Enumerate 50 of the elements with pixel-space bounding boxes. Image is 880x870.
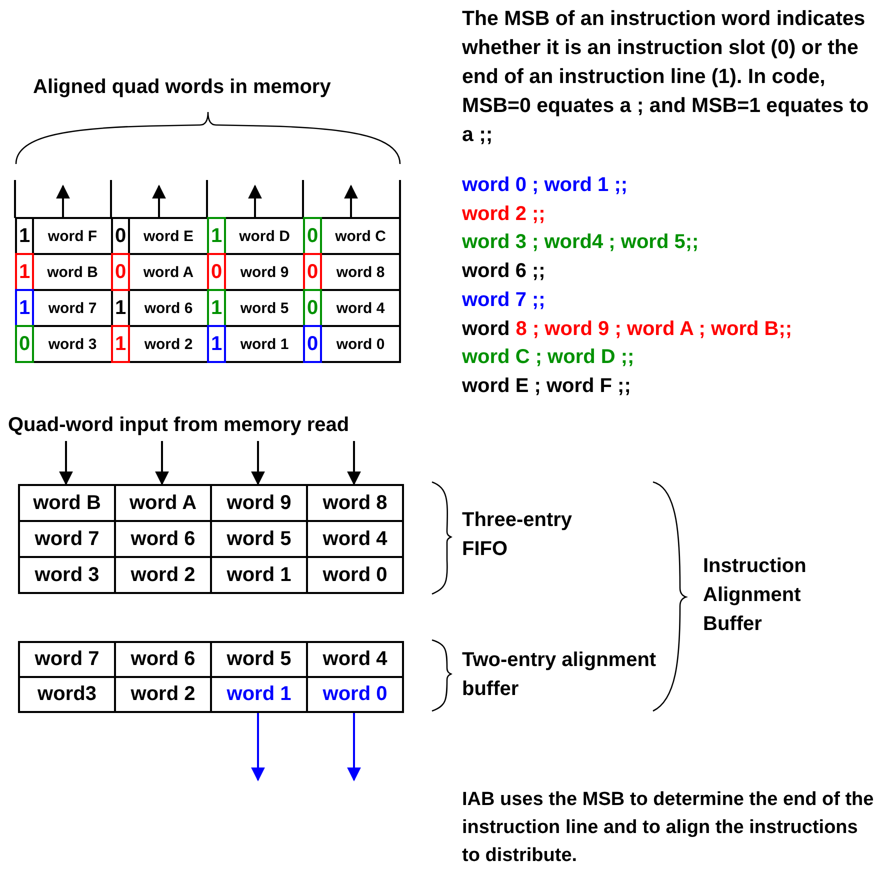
word-cell: word 0 [320,325,401,363]
word-cell: word 0 [306,556,404,594]
word-cell: word 0 [306,676,404,713]
description-text: The MSB of an instruction word indicates whether it is an instruction slot (0) or the end of an instruction line (1). In code, MSB=0 equates a ; and MSB=1 equates to a ;; [462,6,870,148]
bit-cell: 0 [303,289,322,327]
code-line: word 2 ;; [462,202,546,227]
bit-cell: 1 [207,289,226,327]
arrow [251,713,265,782]
code-line: word 3 ; word4 ; word 5;; [462,230,699,256]
bit-cell: 0 [303,325,322,363]
arrow [56,184,70,217]
heading: Aligned quad words in memory [33,75,331,100]
word-cell: word 3 [18,556,116,594]
word-cell: word 8 [306,484,404,522]
bit-cell: 0 [111,253,130,291]
word-cell: word3 [18,676,116,713]
code-line: word C ; word D ;; [462,345,634,370]
bit-cell: 0 [303,217,322,255]
word-cell: word 4 [306,641,404,678]
arrow [155,441,169,486]
word-cell: word C [320,217,401,255]
note-text: IAB uses the MSB to determine the end of the instruction line and to align the instructions to distribute. [462,788,875,868]
bit-cell: 0 [207,253,226,291]
arrow [251,441,265,486]
arrow [347,441,361,486]
brace-label: Instruction Alignment Buffer [703,554,808,637]
bit-cell: 1 [207,217,226,255]
code-line: word 0 ; word 1 ;; [462,173,628,198]
word-cell: word 7 [18,641,116,678]
bit-cell: 1 [15,253,34,291]
word-cell: word B [18,484,116,522]
arrow [152,184,166,217]
code-line: word E ; word F ;; [462,374,631,399]
bit-cell: 1 [15,289,34,327]
input-label: Quad-word input from memory read [8,411,350,440]
arrow [347,713,361,782]
code-line: word [462,316,510,342]
bit-cell: 1 [111,325,130,363]
arrow [344,184,358,217]
code-line: word 7 ;; [462,288,546,313]
bit-cell: 0 [303,253,322,291]
code-line: 8 ; word 9 ; word A ; word B;; [516,316,792,342]
arrow [59,441,73,486]
code-line: word 6 ;; [462,259,546,284]
brace-label: Three-entry FIFO [462,508,574,562]
brace-label: Two-entry alignment buffer [462,648,657,702]
bit-cell: 1 [207,325,226,363]
bit-cell: 0 [15,325,34,363]
bit-cell: 1 [15,217,34,255]
arrow [248,184,262,217]
